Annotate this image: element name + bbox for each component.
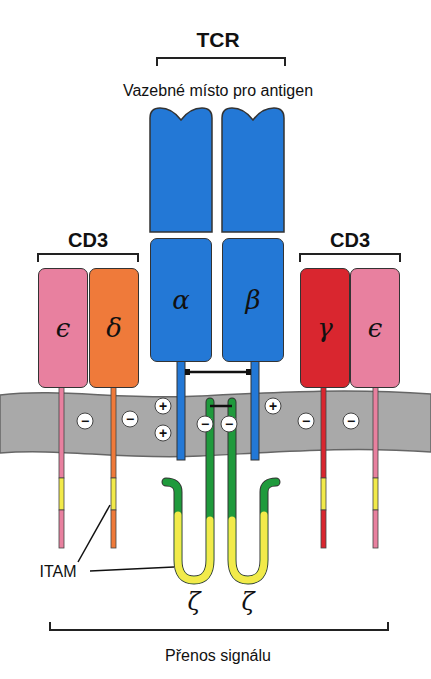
alpha-stalk <box>177 360 185 460</box>
protein-chain-box: γ <box>300 268 350 388</box>
group-label: CD3 <box>330 229 370 252</box>
charge-symbol: − <box>298 413 315 430</box>
chain-name: ϵ <box>368 313 383 343</box>
charge-symbol: + <box>155 398 172 415</box>
bond-end <box>246 369 251 375</box>
charge-symbol: + <box>155 425 172 442</box>
cd3-stalks <box>59 386 378 548</box>
chain-name: ϵ <box>56 313 71 343</box>
chain-name: β <box>245 285 260 315</box>
zeta-chain-right <box>232 402 276 580</box>
chain-name: α <box>172 285 190 315</box>
zeta-disulfide-bond <box>210 405 232 408</box>
caption-label: Vazebné místo pro antigen <box>123 82 313 100</box>
cd3-bracket-right <box>300 254 400 262</box>
charge-symbol: − <box>221 416 238 433</box>
protein-chain-box: ϵ <box>38 268 88 388</box>
signal-bracket <box>50 622 388 630</box>
protein-chain-box: δ <box>89 268 139 388</box>
protein-chain-box: β <box>222 238 284 362</box>
itam-leader <box>90 567 174 571</box>
chain-label: ζ <box>187 588 200 616</box>
chain-name: δ <box>106 313 122 343</box>
beta-stalk <box>251 360 259 460</box>
protein-chain-box: α <box>150 238 212 362</box>
protein-chain-box: ϵ <box>350 268 400 388</box>
cd3-bracket-left <box>38 254 138 262</box>
cell-membrane <box>0 391 431 457</box>
complex-title: TCR <box>196 28 239 52</box>
caption-label: Přenos signálu <box>165 647 271 665</box>
chain-name: γ <box>317 313 333 343</box>
disulfide-bond <box>185 371 251 374</box>
charge-symbol: − <box>77 413 94 430</box>
itam-leader <box>78 505 110 562</box>
motif-label: ITAM <box>39 563 76 581</box>
alpha-variable-domain <box>150 108 212 232</box>
charge-symbol: − <box>343 413 360 430</box>
tcr-bracket <box>157 58 285 66</box>
charge-symbol: − <box>122 411 139 428</box>
bond-end <box>185 369 190 375</box>
charge-symbol: − <box>197 416 214 433</box>
charge-symbol: + <box>265 398 282 415</box>
beta-variable-domain <box>222 108 284 232</box>
group-label: CD3 <box>68 229 108 252</box>
chain-label: ζ <box>241 588 254 616</box>
